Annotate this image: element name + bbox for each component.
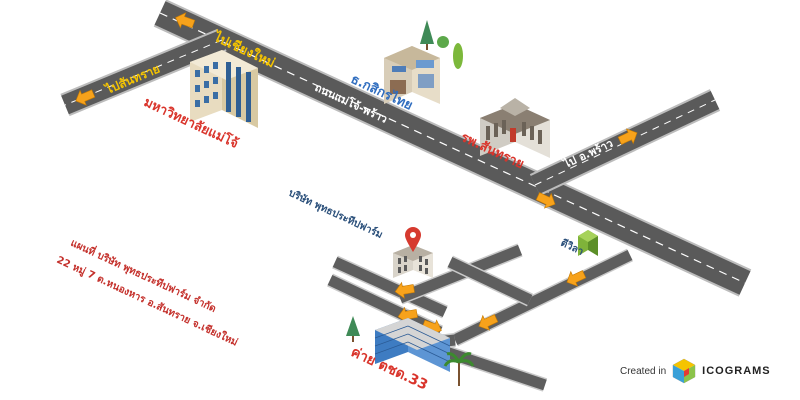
address-line-2: 22 หมู่ 7 ต.หนองหาร อ.สันทราย จ.เชียงใหม… [54,253,240,350]
university-building-icon [190,50,258,128]
shop-building-icon [578,230,598,256]
company-building-icon [393,245,433,278]
credit: Created in ICOGRAMS [620,356,771,386]
credit-brand[interactable]: ICOGRAMS [702,365,771,377]
tree-icon-2 [453,43,463,69]
credit-created-in: Created in [620,365,667,377]
camp-building-icon [346,316,475,386]
icograms-logo-icon [672,358,696,384]
palm-tree-icon [443,352,475,386]
label-company: บริษัท พุทธประทีปฟาร์ม [287,187,385,241]
hospital-building-icon [480,98,550,158]
location-pin-icon [405,227,421,252]
road-maejo-phrao [153,0,752,297]
tree-icon-camp [346,316,360,342]
tree-icon [420,20,434,44]
bank-building-icon [384,20,463,104]
